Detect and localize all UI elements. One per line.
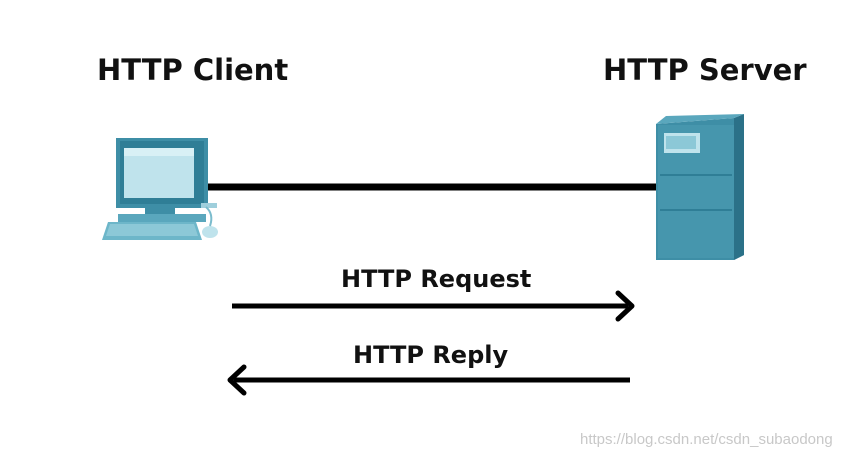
computer-icon (102, 138, 218, 240)
server-label: HTTP Server (603, 53, 807, 87)
watermark: https://blog.csdn.net/csdn_subaodong (580, 431, 833, 448)
reply-arrow (227, 364, 630, 396)
request-arrow (232, 290, 635, 322)
reply-label: HTTP Reply (353, 341, 509, 369)
server-icon (656, 114, 744, 260)
client-label: HTTP Client (97, 53, 289, 87)
request-label: HTTP Request (341, 265, 532, 293)
